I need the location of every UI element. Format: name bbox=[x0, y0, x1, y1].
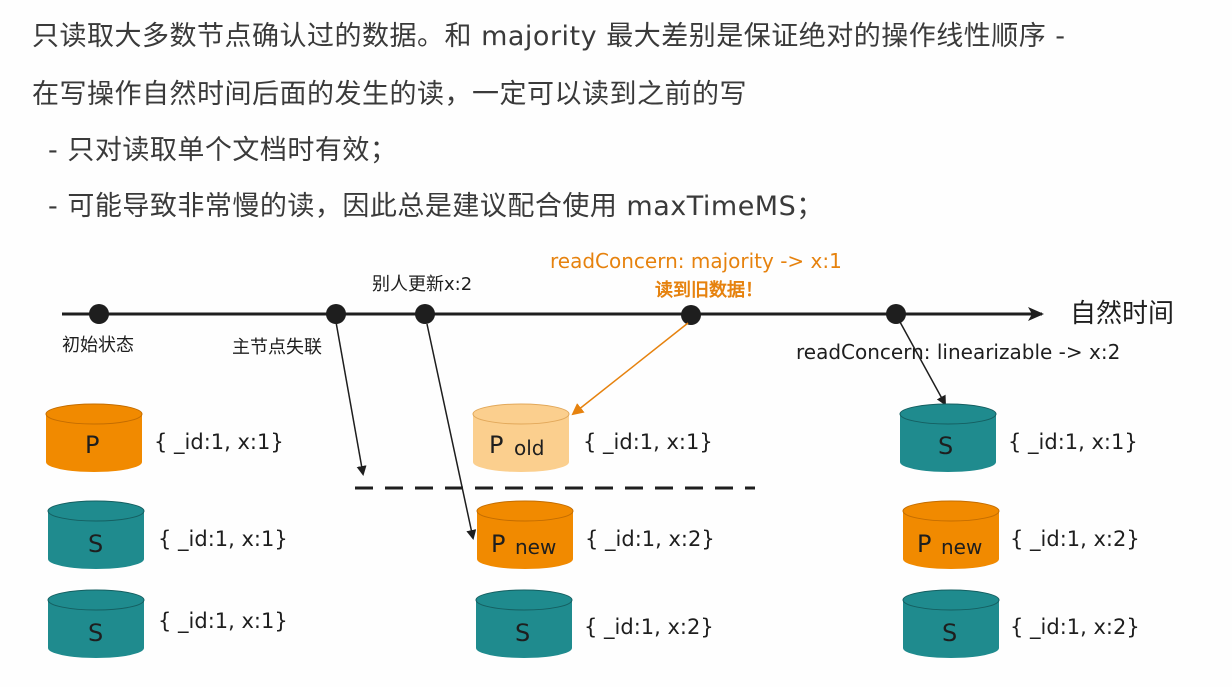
node-document: { _id:1, x:1} bbox=[158, 527, 288, 552]
event-dot-initial bbox=[89, 304, 109, 324]
node-document: { _id:1, x:2} bbox=[1010, 615, 1140, 640]
node-document: { _id:1, x:2} bbox=[584, 615, 714, 640]
event-note-stale-read: 读到旧数据！ bbox=[655, 279, 763, 301]
node-role-label: P bbox=[491, 530, 505, 558]
node-col2-new-primary: P new { _id:1, x:2} bbox=[476, 500, 715, 569]
node-document: { _id:1, x:1} bbox=[1008, 430, 1138, 455]
cylinder-top bbox=[899, 403, 997, 425]
cylinder-top bbox=[472, 403, 570, 425]
event-label-initial: 初始状态 bbox=[62, 335, 134, 356]
heading-line-2: 在写操作自然时间后面的发生的读，一定可以读到之前的写 bbox=[32, 79, 747, 110]
cylinder-top bbox=[902, 589, 1000, 611]
node-document: { _id:1, x:1} bbox=[154, 430, 284, 455]
event-label-other-update: 别人更新x:2 bbox=[372, 274, 472, 295]
node-role-subscript: new bbox=[515, 535, 556, 559]
cylinder-body bbox=[900, 414, 996, 472]
cylinder-top bbox=[47, 500, 145, 522]
node-role-label: S bbox=[515, 619, 530, 647]
event-dot-linearizable-read bbox=[886, 304, 906, 324]
node-document: { _id:1, x:1} bbox=[583, 430, 713, 455]
time-axis-label: 自然时间 bbox=[1070, 299, 1174, 329]
node-role-label: S bbox=[942, 619, 957, 647]
arrow-update-to-new-primary bbox=[426, 323, 477, 540]
node-role-label: S bbox=[938, 432, 953, 460]
bullet-maxtimems: - 可能导致非常慢的读，因此总是建议配合使用 maxTimeMS； bbox=[48, 191, 824, 222]
event-label-majority-read: readConcern: majority -> x:1 bbox=[550, 249, 842, 273]
cylinder-top bbox=[902, 500, 1000, 522]
node-col2-secondary: S { _id:1, x:2} bbox=[475, 589, 714, 658]
event-dot-other-update bbox=[415, 304, 435, 324]
bullet-single-document: - 只对读取单个文档时有效； bbox=[48, 135, 398, 166]
cylinder-body bbox=[48, 600, 144, 658]
cylinder-body bbox=[477, 511, 573, 569]
cylinder-body bbox=[903, 600, 999, 658]
node-document: { _id:1, x:2} bbox=[585, 527, 715, 552]
cylinder-top bbox=[475, 589, 573, 611]
heading-line-1: 只读取大多数节点确认过的数据。和 majority 最大差别是保证绝对的操作线性… bbox=[32, 21, 1066, 52]
cylinder-body bbox=[48, 511, 144, 569]
cylinder-body bbox=[473, 414, 569, 472]
node-role-label: S bbox=[88, 619, 103, 647]
cylinder-top bbox=[45, 403, 143, 425]
node-col1-secondary-2: S { _id:1, x:1} bbox=[47, 589, 288, 658]
arrow-linearizable-to-secondary bbox=[899, 321, 946, 406]
node-role-label: S bbox=[88, 530, 103, 558]
node-document: { _id:1, x:2} bbox=[1010, 527, 1140, 552]
node-role-subscript: old bbox=[514, 436, 545, 460]
arrow-majority-to-old-primary bbox=[571, 322, 689, 416]
node-role-label: P bbox=[85, 431, 99, 459]
node-role-label: P bbox=[489, 431, 503, 459]
cylinder-body bbox=[903, 511, 999, 569]
node-col1-primary: P { _id:1, x:1} bbox=[45, 403, 284, 472]
cylinder-top bbox=[476, 500, 574, 522]
node-col3-secondary-1: S { _id:1, x:1} bbox=[899, 403, 1138, 472]
event-dot-majority-read bbox=[681, 305, 701, 325]
node-col3-new-primary: P new { _id:1, x:2} bbox=[902, 500, 1140, 569]
event-label-linearizable-read: readConcern: linearizable -> x:2 bbox=[796, 340, 1120, 364]
node-role-subscript: new bbox=[941, 535, 982, 559]
cylinder-body bbox=[46, 414, 142, 472]
node-col3-secondary-2: S { _id:1, x:2} bbox=[902, 589, 1140, 658]
node-col2-old-primary: P old { _id:1, x:1} bbox=[472, 403, 713, 472]
event-label-primary-lost: 主节点失联 bbox=[232, 337, 322, 358]
node-role-label: P bbox=[917, 530, 931, 558]
node-document: { _id:1, x:1} bbox=[158, 609, 288, 634]
cylinder-body bbox=[476, 600, 572, 658]
cylinder-top bbox=[47, 589, 145, 611]
arrow-primary-lost-to-partition bbox=[335, 321, 367, 476]
event-dot-primary-lost bbox=[326, 304, 346, 324]
node-col1-secondary-1: S { _id:1, x:1} bbox=[47, 500, 288, 569]
